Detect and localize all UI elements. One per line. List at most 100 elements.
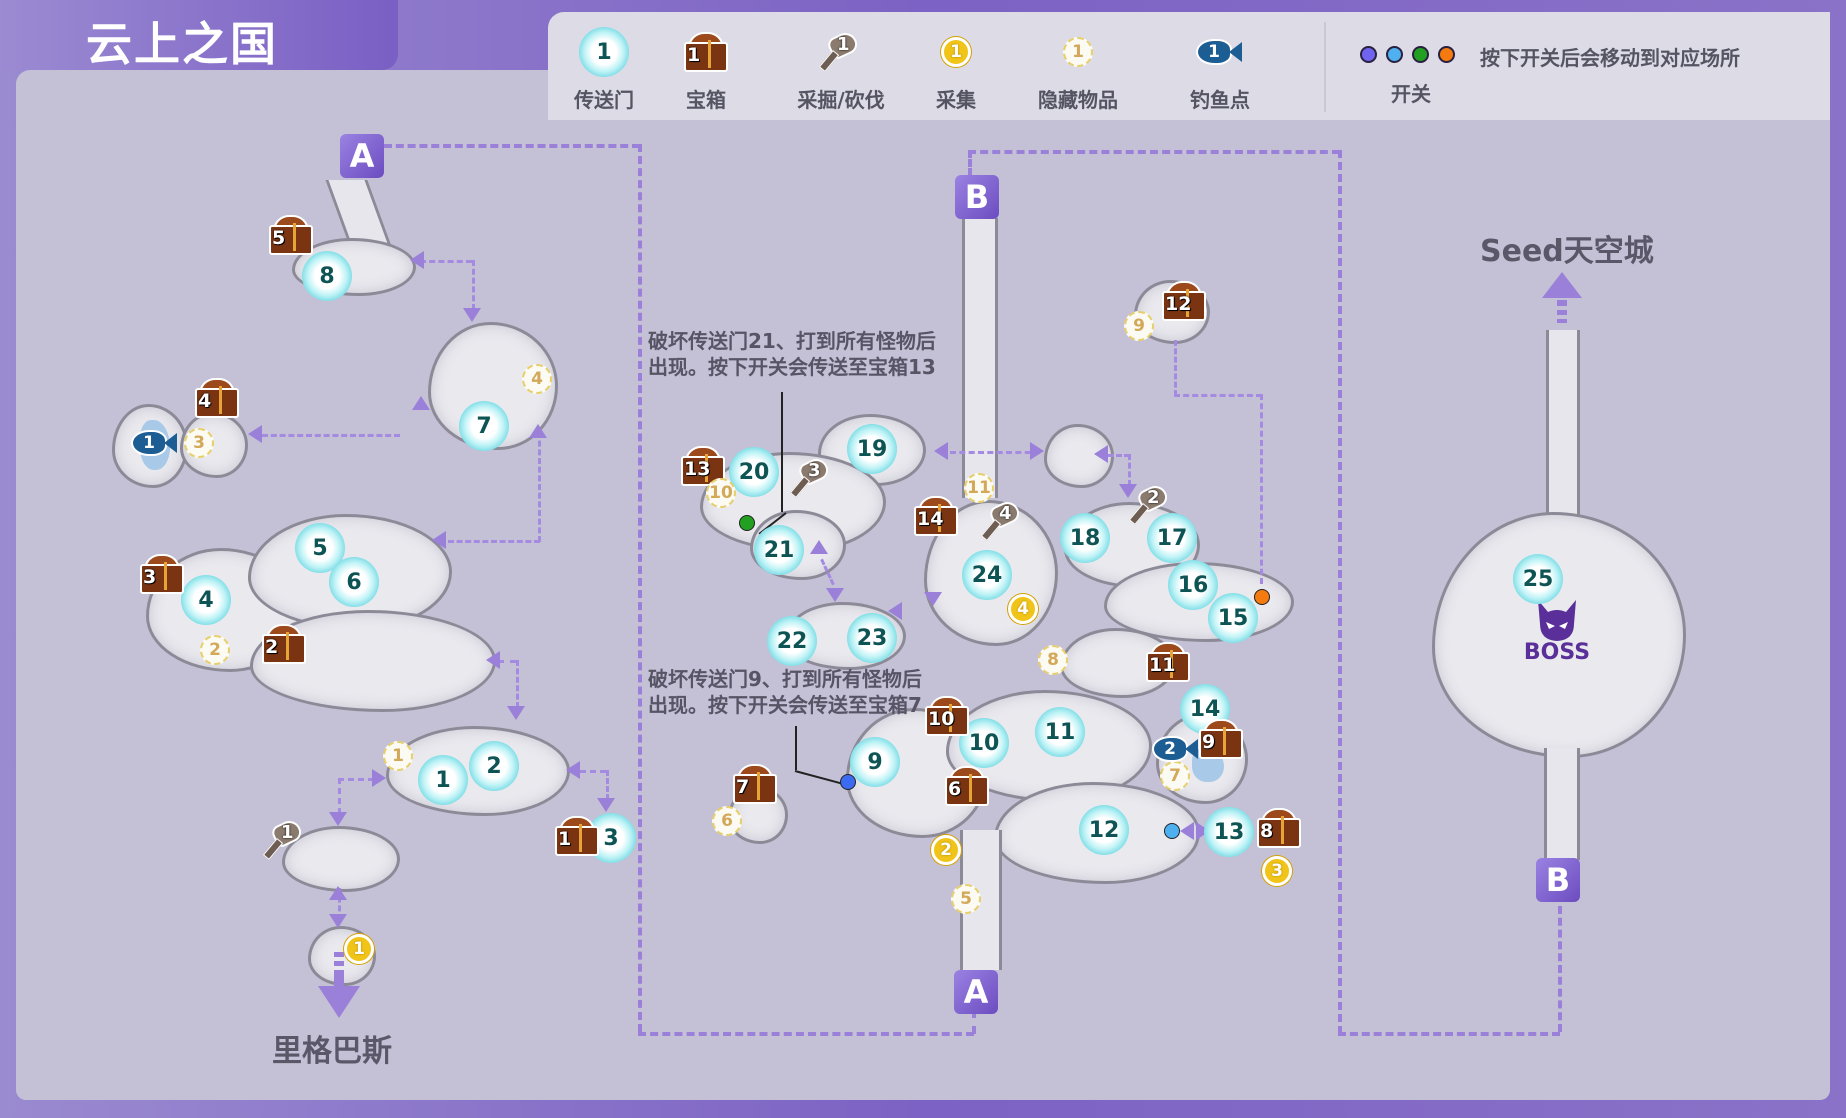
portal-marker[interactable]: 1 (418, 755, 468, 805)
gather-marker[interactable]: 2 (931, 835, 961, 865)
portal-marker[interactable]: 21 (754, 525, 804, 575)
portal-marker[interactable]: 18 (1060, 513, 1110, 563)
portal-marker[interactable]: 17 (1147, 513, 1197, 563)
portal-marker[interactable]: 11 (1035, 707, 1085, 757)
portal-marker[interactable]: 9 (850, 737, 900, 787)
arrow-left-icon (566, 761, 580, 779)
legend-label: 宝箱 (686, 88, 726, 112)
portal-marker[interactable]: 13 (1204, 807, 1254, 857)
legend-portal: 1 传送门 (564, 12, 644, 120)
gather-marker[interactable]: 1 (344, 934, 374, 964)
gather-marker[interactable]: 3 (1262, 856, 1292, 886)
switch-marker[interactable] (739, 515, 755, 531)
chest-marker[interactable]: 8 (1257, 808, 1301, 848)
chest-marker[interactable]: 6 (945, 766, 989, 806)
chest-marker[interactable]: 10 (925, 696, 969, 736)
chest-marker[interactable]: 7 (733, 764, 777, 804)
title-tab: 云上之国 (0, 0, 398, 71)
connector (420, 260, 472, 263)
mining-marker[interactable]: 4 (980, 498, 1023, 541)
hidden-item-marker[interactable]: 2 (200, 635, 230, 665)
portal-marker[interactable]: 24 (962, 550, 1012, 600)
mining-marker[interactable]: 2 (1128, 482, 1171, 525)
arrow-up-icon (412, 396, 430, 410)
portal-marker[interactable]: 4 (181, 575, 231, 625)
portal-number: 19 (856, 436, 888, 462)
connector (538, 432, 541, 542)
hidden-item-marker[interactable]: 8 (1038, 645, 1068, 675)
legend-gather: 1 采集 (916, 12, 996, 120)
portal-marker[interactable]: 8 (302, 251, 352, 301)
portal-number: 15 (1217, 605, 1249, 631)
hidden-item-marker[interactable]: 5 (951, 884, 981, 914)
switch-marker[interactable] (840, 774, 856, 790)
gate-a-top[interactable]: A (340, 134, 384, 178)
connector (1260, 394, 1263, 584)
switch-marker[interactable] (1254, 589, 1270, 605)
connector (338, 888, 341, 920)
hidden-item-marker[interactable]: 9 (1124, 311, 1154, 341)
legend-fish: 1 钓鱼点 (1170, 12, 1270, 120)
legend-label: 传送门 (574, 88, 634, 112)
legend-hidden: 1 隐藏物品 (1018, 12, 1138, 120)
chest-marker[interactable]: 5 (269, 215, 313, 255)
chest-marker[interactable]: 11 (1146, 642, 1190, 682)
note-leader-line (795, 726, 797, 770)
portal-marker[interactable]: 2 (469, 741, 519, 791)
legend-label: 钓鱼点 (1190, 88, 1250, 112)
arrow-up-icon (810, 540, 828, 554)
gather-coin-icon: 1 (941, 37, 971, 67)
arrow-left-icon (1094, 445, 1108, 463)
fishing-marker[interactable]: 2 (1152, 734, 1200, 764)
portal-marker[interactable]: 23 (847, 613, 897, 663)
hidden-item-marker[interactable]: 10 (706, 478, 736, 508)
arrow-left-icon (486, 651, 500, 669)
portal-marker[interactable]: 7 (459, 401, 509, 451)
chest-marker[interactable]: 2 (262, 624, 306, 664)
mining-marker[interactable]: 3 (789, 455, 832, 498)
chest-marker[interactable]: 9 (1199, 719, 1243, 759)
hidden-item-marker[interactable]: 11 (964, 473, 994, 503)
gate-b-bottom[interactable]: B (1536, 858, 1580, 902)
portal-number: 14 (1189, 696, 1221, 722)
portal-marker[interactable]: 20 (729, 447, 779, 497)
switch-dot-lightblue-icon (1386, 46, 1403, 63)
arrow-left-icon (410, 251, 424, 269)
legend-mine: 1 采掘/砍伐 (786, 12, 896, 120)
gather-marker[interactable]: 4 (1008, 594, 1038, 624)
portal-marker[interactable]: 12 (1079, 805, 1129, 855)
hidden-item-marker[interactable]: 3 (184, 428, 214, 458)
hidden-item-marker[interactable]: 7 (1160, 761, 1190, 791)
gate-b-top[interactable]: B (955, 175, 999, 219)
hidden-item-marker[interactable]: 4 (522, 364, 552, 394)
portal-marker[interactable]: 25 (1513, 554, 1563, 604)
chest-marker[interactable]: 3 (140, 554, 184, 594)
fishing-marker[interactable]: 1 (131, 428, 179, 458)
portal-marker[interactable]: 22 (767, 616, 817, 666)
switch-color-dots (1360, 46, 1455, 63)
chest-marker[interactable]: 12 (1162, 281, 1206, 321)
gate-a-bottom[interactable]: A (954, 970, 998, 1014)
switch-dot-purple-icon (1360, 46, 1377, 63)
route-line-a (972, 1010, 976, 1034)
hidden-item-marker[interactable]: 1 (383, 741, 413, 771)
chest-marker[interactable]: 13 (681, 446, 725, 486)
portal-number: 1 (435, 767, 451, 793)
chest-marker[interactable]: 14 (914, 496, 958, 536)
portal-number: 4 (198, 587, 214, 613)
portal-number: 24 (971, 562, 1003, 588)
chest-marker[interactable]: 1 (555, 816, 599, 856)
portal-marker[interactable]: 6 (329, 557, 379, 607)
chest-marker[interactable]: 4 (195, 378, 239, 418)
portal-marker[interactable]: 19 (847, 424, 897, 474)
mining-marker[interactable]: 1 (262, 817, 305, 860)
portal-number: 2 (486, 753, 502, 779)
portal-marker[interactable]: 15 (1208, 593, 1258, 643)
switch-marker[interactable] (1164, 823, 1180, 839)
hidden-item-marker[interactable]: 6 (712, 806, 742, 836)
arrow-down-icon (924, 592, 942, 606)
route-line-b (968, 150, 972, 176)
route-line-b (1338, 1032, 1560, 1036)
portal-marker[interactable]: 16 (1168, 560, 1218, 610)
